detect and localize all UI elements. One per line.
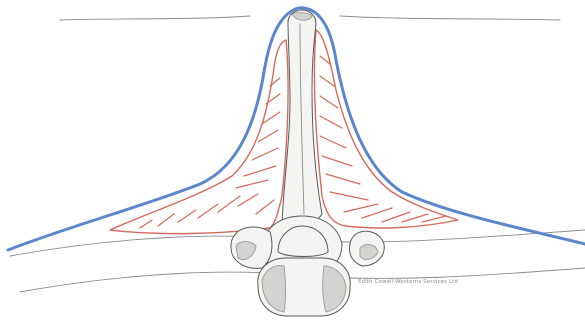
- credit-text: Edith Cowell Westerns Services Ltd: [358, 279, 458, 285]
- hatch-line: [236, 180, 268, 188]
- hatch-line: [252, 148, 278, 160]
- hatch-line: [344, 204, 378, 212]
- hatch-line: [198, 204, 218, 218]
- hatch-line: [402, 214, 428, 222]
- hatch-line: [320, 96, 338, 108]
- hatch-line: [238, 194, 258, 206]
- hatch-line: [326, 174, 360, 184]
- hatch-line: [178, 210, 196, 222]
- hatch-line: [158, 214, 174, 226]
- hatch-line: [322, 156, 352, 166]
- contour-line-top: [60, 16, 250, 20]
- hatch-line: [320, 116, 342, 128]
- hatch-line: [258, 130, 278, 142]
- hatch-line: [140, 220, 152, 228]
- hatch-line: [256, 200, 274, 214]
- hatch-line: [320, 136, 346, 148]
- muscle-hatching-right: [320, 56, 446, 222]
- hatch-line: [320, 76, 334, 86]
- vertebral-body: [258, 258, 350, 316]
- hatch-line: [422, 216, 446, 222]
- hatch-line: [362, 208, 392, 218]
- hatch-line: [244, 166, 276, 176]
- contour-line-top-right: [340, 16, 560, 20]
- hatch-line: [330, 192, 368, 200]
- hatch-line: [218, 196, 240, 212]
- muscle-outline-left: [110, 40, 288, 234]
